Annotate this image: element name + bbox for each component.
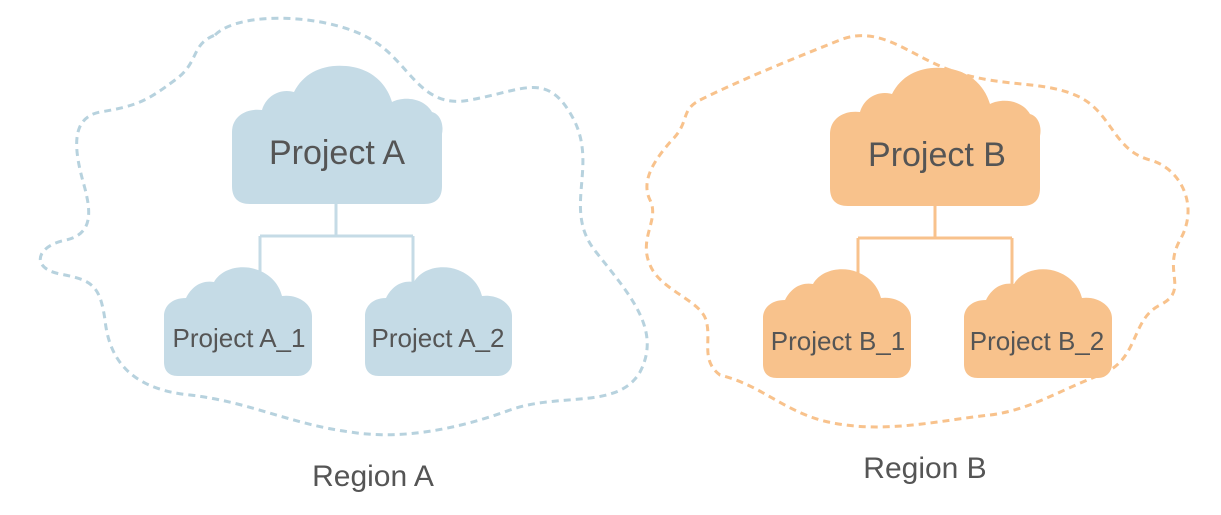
project-a-2-cloud[interactable]: Project A_2	[365, 267, 512, 376]
project-a-2-label: Project A_2	[372, 323, 505, 353]
project-b-label: Project B	[868, 136, 1006, 174]
project-a-cloud[interactable]: Project A	[232, 65, 443, 205]
region-a-label: Region A	[312, 460, 434, 493]
cloud-shape	[830, 67, 1041, 207]
region-b-boundary	[644, 34, 1190, 429]
project-b-2-label: Project B_2	[970, 326, 1104, 356]
cloud-shape	[232, 65, 443, 205]
project-a-label: Project A	[269, 134, 405, 172]
cloud-shape	[964, 269, 1112, 378]
project-b-1-cloud[interactable]: Project B_1	[763, 269, 911, 378]
region-b-label: Region B	[863, 452, 986, 485]
project-a-1-label: Project A_1	[173, 323, 306, 353]
region-b-group: Project B Project B_1 Project B_2 Region…	[644, 34, 1190, 485]
project-b-cloud[interactable]: Project B	[830, 67, 1041, 207]
region-a-group: Project A Project A_1 Project A_2 Region…	[39, 16, 649, 493]
region-a-boundary	[39, 16, 649, 437]
cloud-shape	[164, 267, 312, 376]
project-b-1-label: Project B_1	[771, 326, 905, 356]
cloud-shape	[365, 267, 512, 376]
region-b-connectors	[856, 205, 1014, 290]
project-b-2-cloud[interactable]: Project B_2	[964, 269, 1112, 378]
region-a-connectors	[258, 203, 415, 288]
cloud-shape	[763, 269, 911, 378]
project-a-1-cloud[interactable]: Project A_1	[164, 267, 312, 376]
